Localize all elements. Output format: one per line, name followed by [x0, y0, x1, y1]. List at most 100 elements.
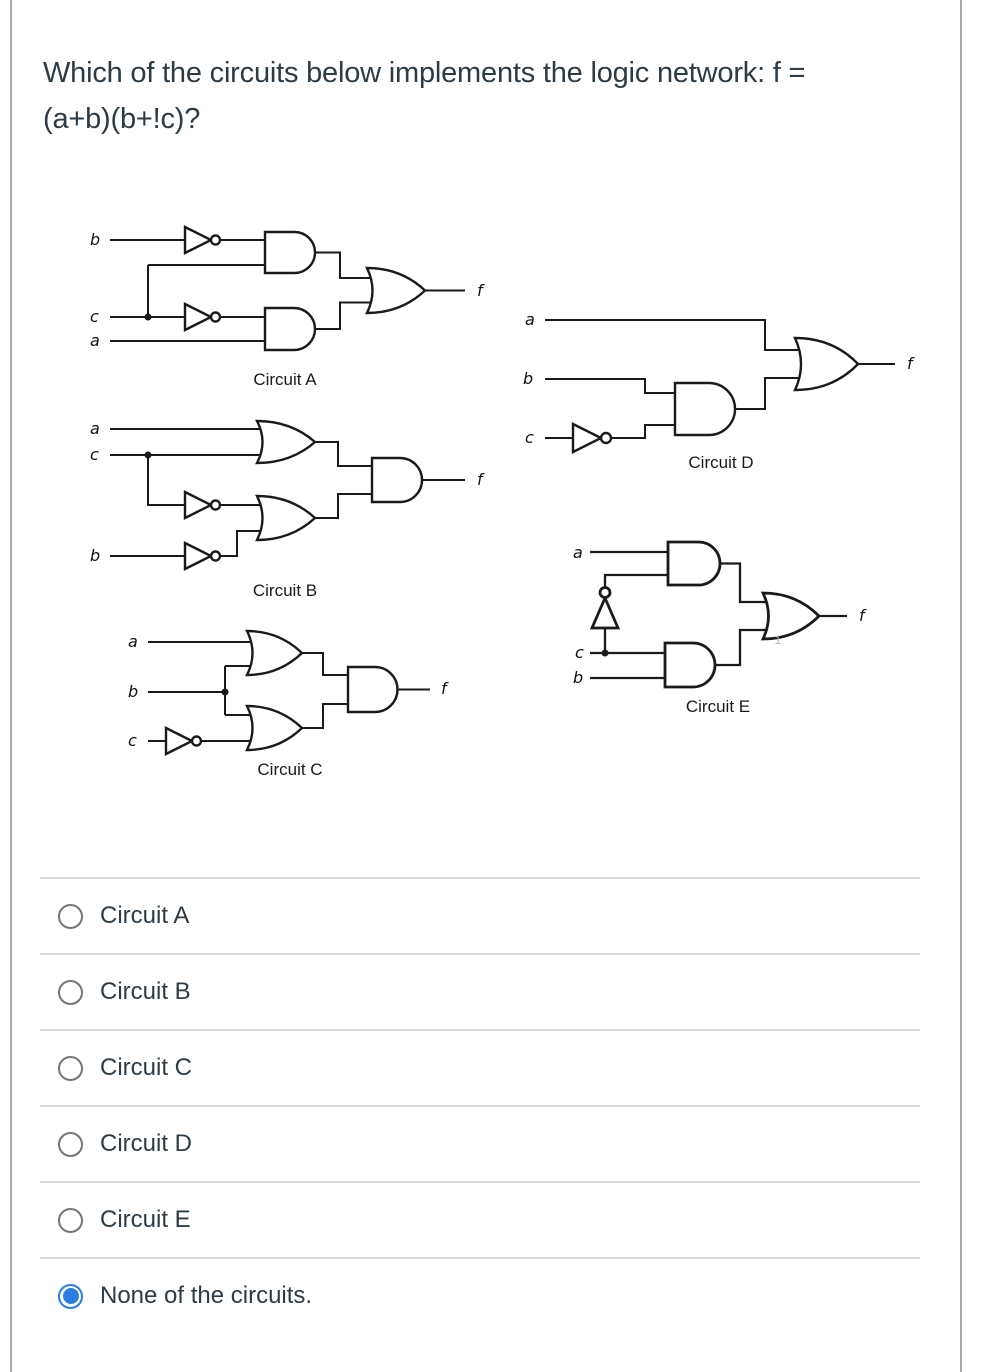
question-line-1: Which of the circuits below implements t…: [43, 57, 806, 89]
circuit-b-diagram: a c b f Circuit B: [90, 419, 485, 600]
input-label-b: b: [90, 546, 100, 565]
and-gate: [263, 306, 317, 352]
option-label: None of the circuits.: [100, 1282, 313, 1309]
junction-dot: [144, 451, 152, 459]
option-circuit-b[interactable]: Circuit B: [40, 953, 920, 1029]
circuit-caption: Circuit A: [253, 370, 317, 389]
not-gate-triangle-up: [589, 594, 621, 630]
circuit-caption: Circuit B: [253, 581, 317, 600]
radio-button[interactable]: [58, 1131, 83, 1157]
input-label-b: b: [128, 682, 138, 701]
not-gate-bubble: [599, 431, 613, 445]
circuit-a-diagram: b c a f Circuit A: [90, 225, 485, 389]
junction-dot: [221, 688, 229, 696]
and-gate: [370, 456, 424, 504]
wires: [590, 550, 847, 680]
wires: [545, 319, 895, 439]
not-gate-bubble: [190, 735, 203, 747]
input-label-a: a: [525, 310, 535, 329]
not-gate-triangle: [164, 726, 195, 756]
wire: [720, 562, 771, 604]
input-label-b: b: [90, 230, 100, 249]
wire: [603, 573, 668, 588]
or-gate: [760, 591, 821, 641]
input-label-c: c: [90, 445, 99, 464]
wire: [315, 301, 375, 330]
wire: [545, 378, 675, 394]
radio-button[interactable]: [58, 1283, 83, 1309]
wire: [110, 454, 265, 506]
junction-dot: [144, 313, 152, 321]
wire: [545, 424, 675, 439]
and-gate: [666, 540, 722, 587]
not-gate-triangle: [183, 490, 214, 520]
option-none-of-the-circuits[interactable]: None of the circuits.: [40, 1257, 920, 1333]
and-gate: [346, 665, 399, 714]
wire: [315, 441, 377, 467]
input-label-c: c: [90, 307, 99, 326]
radio-button[interactable]: [58, 903, 83, 929]
wire: [110, 530, 265, 557]
radio-button[interactable]: [58, 979, 83, 1005]
not-gate-triangle: [183, 225, 214, 255]
input-label-c: c: [128, 731, 137, 750]
not-gate-bubble: [209, 311, 222, 323]
option-label: Circuit C: [100, 1054, 193, 1081]
wire: [315, 493, 377, 519]
output-label-f: f: [441, 679, 449, 698]
wire: [148, 665, 255, 716]
not-gate-triangle: [571, 422, 604, 454]
circuit-e-diagram: 1 a c b f Circuit E: [573, 540, 867, 716]
circuit-caption: Circuit C: [257, 760, 322, 779]
junction-dot: [601, 649, 609, 657]
or-gate: [245, 629, 304, 677]
and-gate: [673, 381, 737, 437]
or-gate: [793, 336, 860, 392]
circuit-c-diagram: a b c f Circuit C: [128, 629, 449, 779]
wire: [735, 377, 803, 410]
output-label-f: f: [477, 281, 485, 300]
output-label-f: f: [907, 354, 915, 373]
input-label-b: b: [523, 369, 533, 388]
or-gate: [365, 266, 427, 315]
wires: [110, 428, 465, 557]
wire: [302, 652, 353, 676]
question-text: Which of the circuits below implements t…: [43, 50, 923, 142]
radio-button[interactable]: [58, 1055, 83, 1081]
not-gate-bubble: [598, 586, 612, 599]
wire: [315, 251, 375, 279]
option-label: Circuit D: [100, 1130, 193, 1157]
input-label-a: a: [90, 419, 100, 438]
wire: [545, 319, 803, 351]
or-gate: [245, 704, 304, 752]
input-label-a: a: [573, 543, 583, 562]
panel-border-right: [960, 0, 962, 1372]
and-gate: [663, 641, 717, 689]
wire: [302, 703, 353, 729]
option-circuit-c[interactable]: Circuit C: [40, 1029, 920, 1105]
input-label-a: a: [128, 632, 138, 651]
and-gate: [263, 230, 317, 275]
faint-annotation: 1: [775, 633, 782, 647]
not-gate-bubble: [209, 234, 222, 246]
wire: [715, 628, 771, 667]
not-gate-triangle: [183, 302, 214, 332]
not-gate-bubble: [209, 499, 222, 511]
circuit-caption: Circuit D: [688, 453, 753, 472]
option-label: Circuit B: [100, 978, 191, 1005]
input-label-c: c: [575, 643, 584, 662]
not-gate-bubble: [209, 550, 222, 562]
option-label: Circuit E: [100, 1206, 191, 1233]
option-circuit-a[interactable]: Circuit A: [40, 877, 920, 953]
input-label-a: a: [90, 331, 100, 350]
input-label-b: b: [573, 668, 583, 687]
not-gate-triangle: [183, 541, 214, 571]
or-gate: [255, 494, 317, 542]
panel-border-left: [10, 0, 12, 1372]
option-circuit-e[interactable]: Circuit E: [40, 1181, 920, 1257]
or-gate: [255, 419, 317, 465]
input-label-c: c: [525, 428, 534, 447]
circuit-d-diagram: a b c f Circuit D: [523, 310, 915, 472]
option-circuit-d[interactable]: Circuit D: [40, 1105, 920, 1181]
radio-button[interactable]: [58, 1207, 83, 1233]
